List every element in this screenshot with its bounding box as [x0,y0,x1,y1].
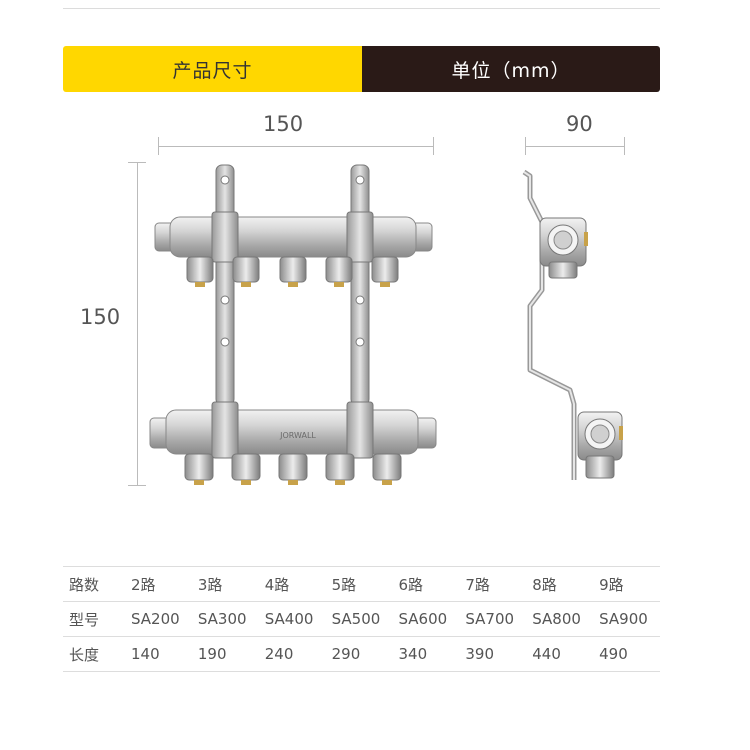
header-product-size: 产品尺寸 [63,46,362,92]
table-cell: SA300 [191,601,259,637]
table-cell: 8路 [526,566,594,602]
spec-table: 路数 2路 3路 4路 5路 6路 7路 8路 9路 型号 SA200 SA30… [63,566,660,672]
bottom-manifold-pipe: JORWALL [149,401,437,459]
row-label: 路数 [63,566,125,602]
row-label: 长度 [63,636,125,672]
table-cell: 6路 [392,566,460,602]
front-right-bracket [350,164,370,406]
table-cell: SA500 [325,601,393,637]
table-cell: SA200 [125,601,192,637]
front-left-bracket [215,164,235,406]
front-height-line [137,162,138,486]
header-unit: 单位（mm） [362,46,660,92]
table-cell: 390 [459,636,527,672]
table-cell: 490 [593,636,660,672]
front-height-tick-top [128,162,146,163]
top-outlet [232,256,260,287]
table-cell: SA600 [392,601,460,637]
table-cell: SA800 [526,601,594,637]
manifold-product-drawing: JORWALL [149,164,623,485]
table-cell: 190 [191,636,259,672]
bottom-outlet [278,453,308,485]
table-row-model: 型号 SA200 SA300 SA400 SA500 SA600 SA700 S… [63,601,660,637]
front-width-label: 150 [263,112,304,136]
top-outlet [279,256,307,287]
table-cell: 4路 [258,566,326,602]
top-outlet-row [186,256,399,287]
top-outlet [186,256,214,287]
table-cell: 140 [125,636,192,672]
front-width-tick-left [158,137,159,155]
front-height-label: 150 [80,305,121,329]
dimension-header-bar: 产品尺寸 单位（mm） [63,46,660,92]
bottom-outlet [372,453,402,485]
table-cell: 3路 [191,566,259,602]
table-cell: SA400 [258,601,326,637]
side-view-bracket [522,169,577,480]
top-manifold-pipe [154,211,433,263]
table-cell: 2路 [125,566,192,602]
brand-mark: JORWALL [279,431,316,440]
side-width-tick-left [525,137,526,155]
bottom-outlet [231,453,261,485]
side-width-tick-right [624,137,625,155]
side-width-label: 90 [566,112,593,136]
table-row-outlets: 路数 2路 3路 4路 5路 6路 7路 8路 9路 [63,566,660,602]
table-cell: 9路 [593,566,660,602]
table-cell: 440 [526,636,594,672]
table-row-length: 长度 140 190 240 290 340 390 440 490 [63,636,660,672]
side-width-line [525,146,625,147]
top-outlet [325,256,353,287]
table-cell: SA900 [593,601,660,637]
table-cell: 7路 [459,566,527,602]
bottom-outlet-row [184,453,402,485]
table-cell: 5路 [325,566,393,602]
table-cell: 290 [325,636,393,672]
front-height-tick-bottom [128,485,146,486]
front-width-tick-right [433,137,434,155]
top-divider [63,8,660,9]
top-outlet [371,256,399,287]
row-label: 型号 [63,601,125,637]
table-cell: 240 [258,636,326,672]
front-width-line [158,146,434,147]
side-view-bottom-body [577,411,623,479]
side-view-top-body [539,217,588,279]
table-cell: 340 [392,636,460,672]
bottom-outlet [325,453,355,485]
bottom-outlet [184,453,214,485]
table-cell: SA700 [459,601,527,637]
